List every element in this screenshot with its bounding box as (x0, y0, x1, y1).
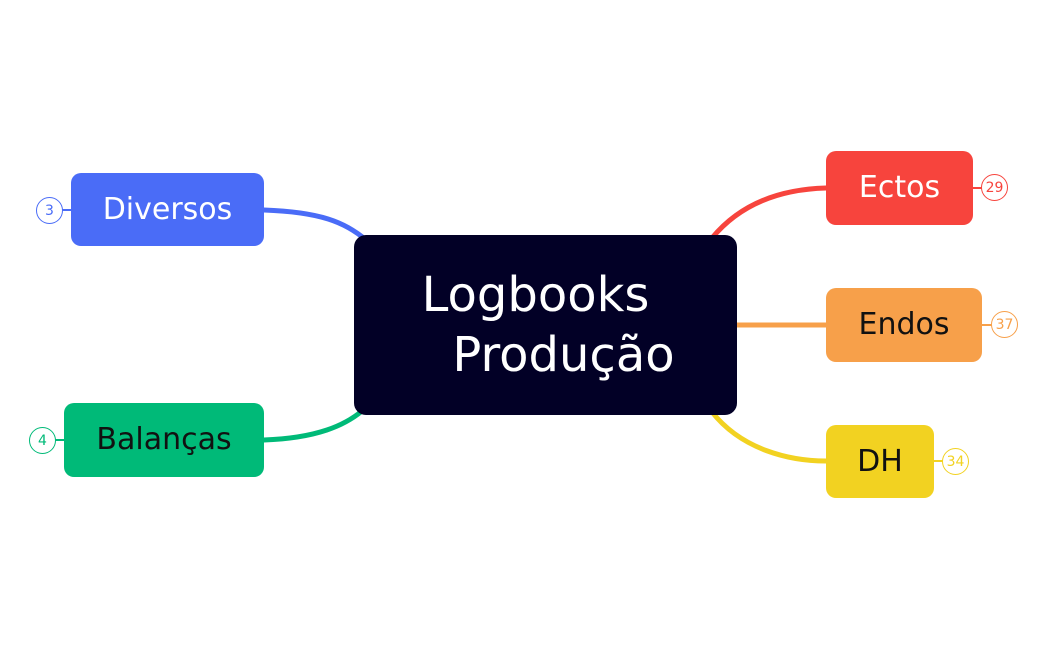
root-title-line-1: Logbooks (421, 267, 650, 323)
topic-label: Ectos (858, 170, 941, 205)
root-topic[interactable]: Logbooks Produção (354, 235, 737, 415)
connector-ectos (709, 185, 829, 241)
topic-label: Balanças (96, 422, 232, 457)
connector-balancas (261, 408, 365, 443)
collapse-count-badge-ectos[interactable]: 29 (981, 174, 1008, 201)
topic-dh[interactable]: DH (826, 425, 934, 498)
connector-dh (709, 409, 829, 464)
root-title-line-2: Produção (452, 327, 675, 383)
topic-balancas[interactable]: Balanças (64, 403, 264, 477)
collapse-count-badge-endos[interactable]: 37 (991, 311, 1018, 338)
topic-label: DH (857, 443, 903, 479)
topic-endos[interactable]: Endos (826, 288, 982, 362)
collapse-count-badge-diversos[interactable]: 3 (36, 197, 63, 224)
topic-label: Endos (858, 307, 950, 342)
topic-diversos[interactable]: Diversos (71, 173, 264, 246)
collapse-count-badge-balancas[interactable]: 4 (29, 427, 56, 454)
topic-label: Diversos (102, 191, 233, 227)
collapse-count-badge-dh[interactable]: 34 (942, 448, 969, 475)
topic-ectos[interactable]: Ectos (826, 151, 973, 225)
connector-diversos (261, 207, 369, 243)
